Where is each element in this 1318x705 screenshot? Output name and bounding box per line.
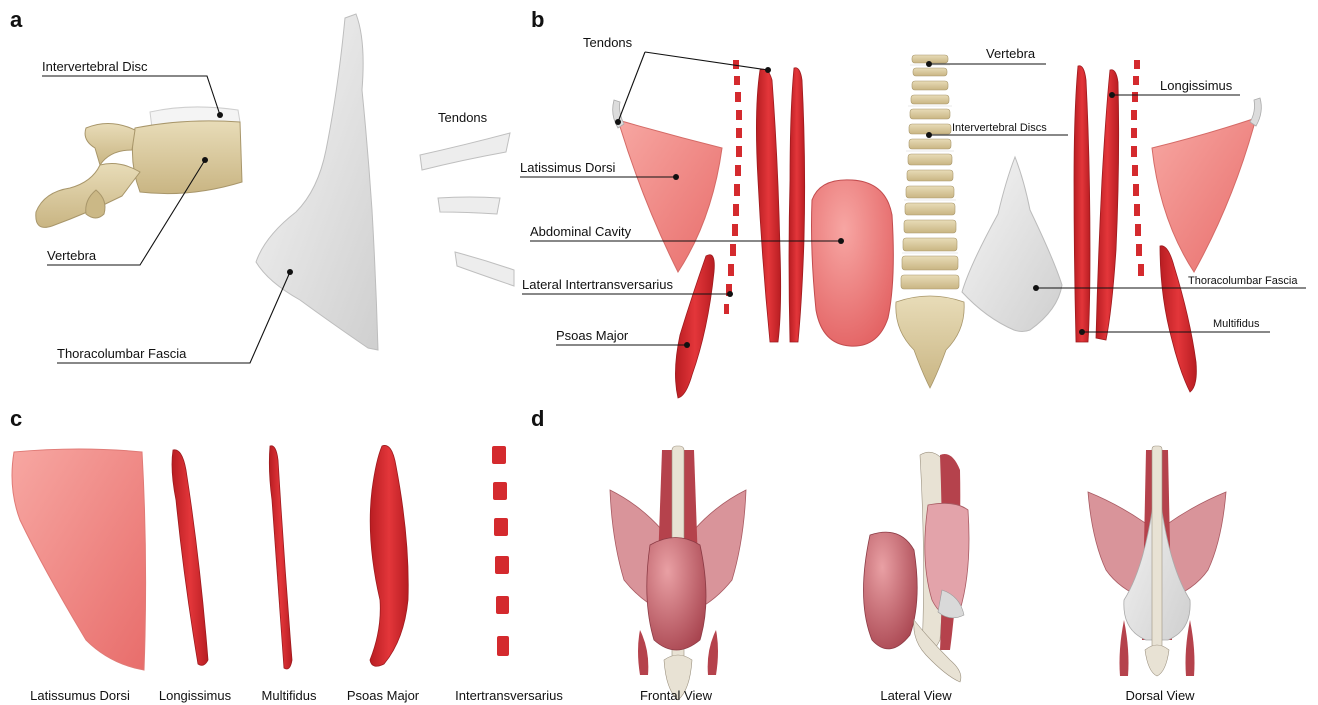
- label-thoracolumbar-fascia-a: Thoracolumbar Fascia: [57, 346, 187, 361]
- marker-vertebra-a: [202, 157, 208, 163]
- panel-c: c Latissumus Dorsi Longissimus Multifidu…: [10, 406, 563, 703]
- latissimus-dorsi-right-shape: [1152, 118, 1256, 272]
- label-multifidus-b: Multifidus: [1213, 318, 1260, 330]
- marker-vertebra-b: [926, 61, 932, 67]
- label-vertebra-b: Vertebra: [986, 46, 1036, 61]
- psoas-major-isolated: [370, 445, 408, 666]
- marker-thoracolumbar-fascia-b: [1033, 285, 1039, 291]
- thoracolumbar-fascia-shape-a: [256, 14, 378, 350]
- caption-longissimus: Longissimus: [159, 688, 232, 703]
- lateral-view-model: [863, 452, 969, 682]
- multifidus-left-shape: [789, 68, 805, 342]
- marker-latissimus-dorsi-b: [673, 174, 679, 180]
- panel-letter-c: c: [10, 406, 22, 431]
- label-abdominal-cavity: Abdominal Cavity: [530, 224, 632, 239]
- vertebra-illustration-a: [36, 107, 242, 227]
- label-thoracolumbar-fascia-b: Thoracolumbar Fascia: [1188, 275, 1298, 287]
- marker-thoracolumbar-fascia-a: [287, 269, 293, 275]
- spine-illustration-b: [896, 55, 964, 388]
- label-vertebra-a: Vertebra: [47, 248, 97, 263]
- leader-tendons-b-2: [645, 52, 768, 70]
- marker-longissimus-b: [1109, 92, 1115, 98]
- abdominal-cavity-shape: [812, 180, 894, 346]
- panel-a: a Intervertebral Disc Vertebra Thoracolu…: [10, 7, 514, 363]
- psoas-major-left-shape: [675, 255, 714, 398]
- marker-lateral-intertransversarius: [727, 291, 733, 297]
- marker-abdominal-cavity: [838, 238, 844, 244]
- label-longissimus-b: Longissimus: [1160, 78, 1233, 93]
- multifidus-right-shape: [1074, 66, 1090, 342]
- multifidus-isolated: [269, 446, 292, 669]
- caption-intertransversarius: Intertransversarius: [455, 688, 563, 703]
- marker-intervertebral-discs-b: [926, 132, 932, 138]
- label-lateral-intertransversarius: Lateral Intertransversarius: [522, 277, 674, 292]
- latissimus-tendon-right: [1250, 98, 1261, 126]
- panel-letter-a: a: [10, 7, 23, 32]
- caption-dorsal-view: Dorsal View: [1125, 688, 1195, 703]
- longissimus-isolated: [172, 450, 208, 665]
- intertransversarius-left-shape: [724, 60, 742, 314]
- caption-psoas-major: Psoas Major: [347, 688, 420, 703]
- panel-letter-d: d: [531, 406, 544, 431]
- thoracolumbar-fascia-shape-b: [962, 157, 1062, 332]
- label-intervertebral-disc-a: Intervertebral Disc: [42, 59, 148, 74]
- panel-b: b: [520, 7, 1306, 398]
- caption-lateral-view: Lateral View: [880, 688, 952, 703]
- marker-intervertebral-disc-a: [217, 112, 223, 118]
- panel-letter-b: b: [531, 7, 544, 32]
- intertransversarius-right-shape: [1131, 60, 1144, 276]
- marker-tendons-b-2: [765, 67, 771, 73]
- label-latissimus-dorsi-b: Latissimus Dorsi: [520, 160, 615, 175]
- panel-d: d: [531, 406, 1226, 703]
- tendons-shapes-a: [420, 133, 514, 286]
- marker-multifidus-b: [1079, 329, 1085, 335]
- leader-tendons-b-1: [618, 52, 645, 122]
- intertransversarius-isolated: [492, 446, 509, 656]
- label-psoas-major-b: Psoas Major: [556, 328, 629, 343]
- caption-multifidus: Multifidus: [262, 688, 317, 703]
- frontal-view-model: [610, 446, 746, 700]
- longissimus-left-shape: [756, 69, 780, 342]
- longissimus-right-shape: [1096, 70, 1119, 340]
- label-tendons-a: Tendons: [438, 110, 488, 125]
- dorsal-view-model: [1088, 446, 1226, 676]
- caption-latissimus-dorsi: Latissumus Dorsi: [30, 688, 130, 703]
- marker-psoas-major-b: [684, 342, 690, 348]
- latissimus-dorsi-left-shape: [618, 120, 722, 272]
- marker-tendons-b-1: [615, 119, 621, 125]
- label-intervertebral-discs-b: Intervertebral Discs: [952, 122, 1047, 134]
- caption-frontal-view: Frontal View: [640, 688, 713, 703]
- label-tendons-b: Tendons: [583, 35, 633, 50]
- latissimus-dorsi-isolated: [12, 449, 146, 670]
